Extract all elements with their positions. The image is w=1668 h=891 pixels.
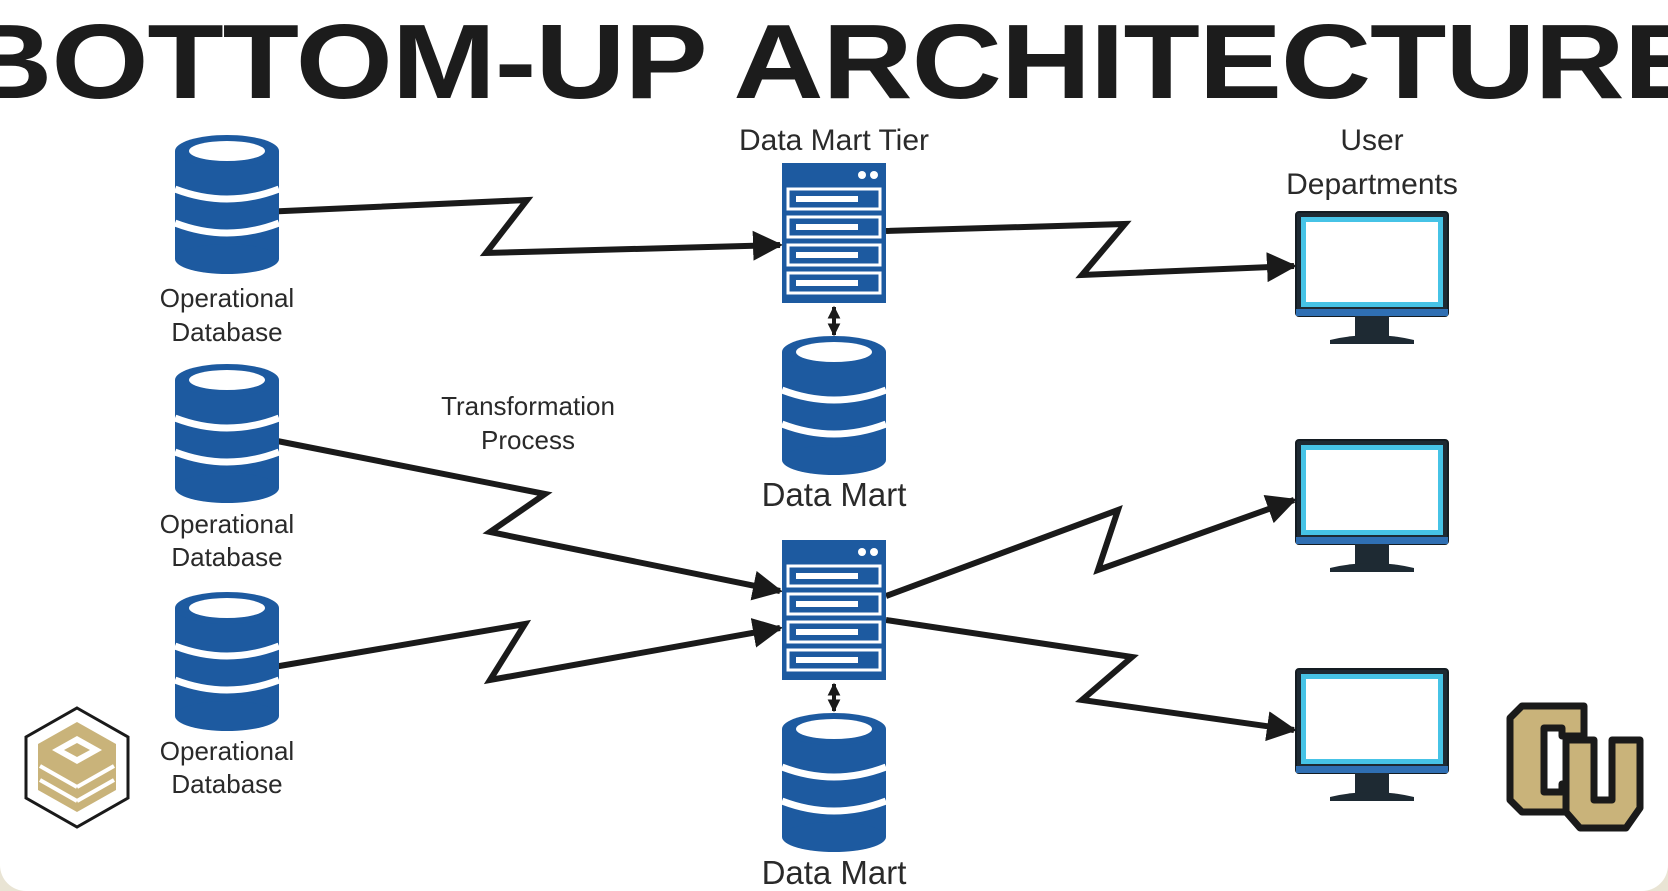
page-title: BOTTOM-UP ARCHITECTURE: [0, 3, 1668, 121]
server-icon: [782, 540, 886, 680]
data-mart-label: Data Mart: [762, 476, 907, 513]
connector-server2-to-monitor3: [885, 617, 1297, 742]
cube-logo-icon: [24, 706, 130, 829]
cu-logo-icon: [1506, 702, 1644, 832]
connector-db1-to-server1: [261, 196, 783, 261]
data-mart-label: Data Mart: [762, 854, 907, 891]
connector-server1-to-monitor1: [885, 220, 1297, 283]
monitor-icon: [1295, 211, 1449, 345]
connector-db2-to-server2: [261, 435, 783, 601]
monitor-icon: [1295, 668, 1449, 802]
database-icon: [175, 592, 279, 731]
database-icon: [175, 364, 279, 503]
operational-database-label-line2: Database: [171, 542, 282, 572]
connector-server2-to-monitor2: [884, 494, 1297, 599]
user-departments-label-line2: Departments: [1286, 168, 1458, 201]
operational-database-label-line1: Operational: [160, 283, 294, 313]
server-icon: [782, 163, 886, 303]
transformation-label-line2: Process: [481, 425, 575, 455]
operational-database-label-line1: Operational: [160, 736, 294, 766]
transformation-label-line1: Transformation: [441, 391, 615, 421]
database-icon: [175, 135, 279, 274]
data-mart-tier-label: Data Mart Tier: [739, 124, 929, 157]
connector-db3-to-server2: [261, 618, 783, 685]
operational-database-label-line2: Database: [171, 769, 282, 799]
database-icon: [782, 713, 886, 852]
monitor-icon: [1295, 439, 1449, 573]
database-icon: [782, 336, 886, 475]
user-departments-label-line1: User: [1340, 124, 1403, 157]
operational-database-label-line1: Operational: [160, 509, 294, 539]
operational-database-label-line2: Database: [171, 317, 282, 347]
